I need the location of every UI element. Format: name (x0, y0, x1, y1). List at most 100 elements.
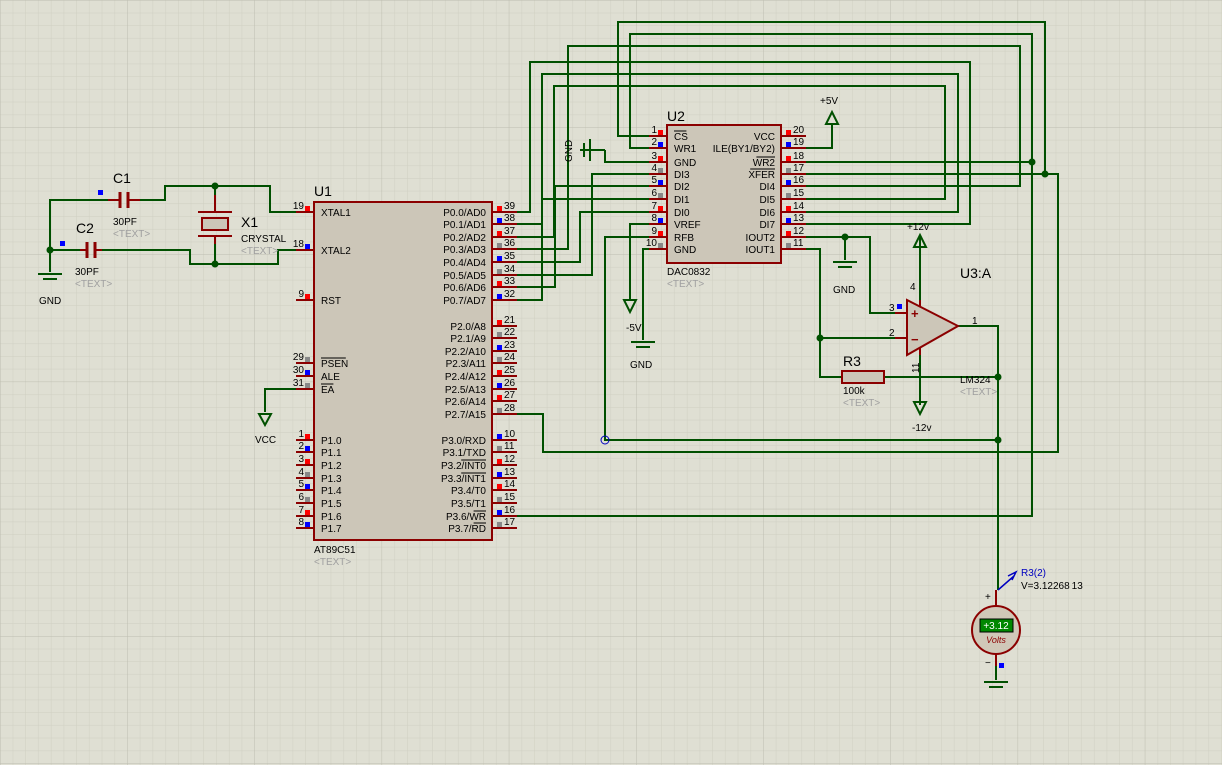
x1-crystal[interactable]: X1 CRYSTAL <TEXT> (198, 195, 287, 257)
pin-name: P0.7/AD7 (443, 296, 486, 307)
pin-number: 18 (293, 239, 305, 250)
p12v-arrow (912, 232, 928, 248)
u1-text: <TEXT> (314, 557, 351, 568)
pin-marker (305, 294, 310, 299)
pin-marker (658, 142, 663, 147)
pin-marker (658, 193, 663, 198)
u3-opamp[interactable]: + − 3 2 1 4 11 U3:A LM324 <TEXT> (889, 265, 997, 398)
p5v-symbol: +5V (820, 96, 840, 125)
junction-dot (211, 260, 219, 268)
x1-text: <TEXT> (241, 246, 278, 257)
junction-dot (816, 334, 824, 342)
pin-name: P0.3/AD3 (443, 245, 486, 256)
n12v-label: -12v (912, 423, 931, 434)
pin-marker (497, 206, 502, 211)
pin-name: P3.7/RD (448, 524, 486, 535)
gnd-label: GND (630, 360, 652, 371)
pin-number: 16 (504, 505, 516, 516)
pin-number: 11 (793, 238, 804, 249)
r3-resistor[interactable]: R3 100k <TEXT> (841, 353, 885, 409)
x1-value: CRYSTAL (241, 234, 287, 245)
opamp-pin2-num: 2 (889, 328, 895, 339)
pin-name: WR2 (753, 158, 776, 169)
pin-name: P3.1/TXD (443, 448, 486, 459)
opamp-pin11-num: 11 (911, 362, 922, 373)
wire-p03 (517, 45, 1021, 250)
c1-capacitor[interactable]: C1 30PF <TEXT> (98, 170, 150, 240)
pin-marker (305, 484, 310, 489)
pin-number: 27 (504, 390, 516, 401)
pin-name: P2.7/A15 (445, 410, 487, 421)
pin-marker (786, 142, 791, 147)
meter-plus: + (985, 592, 991, 603)
gnd-symbol-caps: GND (38, 273, 62, 307)
pin-name: P2.4/A12 (445, 372, 487, 383)
pin-marker (658, 206, 663, 211)
meter-unit: Volts (986, 635, 1006, 645)
pin-marker (305, 370, 310, 375)
pin-name: GND (674, 245, 696, 256)
n5v-arrow (622, 299, 638, 315)
pin-marker (305, 434, 310, 439)
pin-number: 2 (298, 441, 304, 452)
u2-text: <TEXT> (667, 279, 704, 290)
c1-ref: C1 (113, 170, 131, 186)
r3-ref: R3 (843, 353, 861, 369)
pin-name: P0.0/AD0 (443, 208, 486, 219)
pin-number: 8 (651, 213, 657, 224)
voltage-probe[interactable]: R3(2) V=3.12268 13 (997, 568, 1083, 592)
pin-marker (305, 497, 310, 502)
u2-part: DAC0832 (667, 267, 711, 278)
wire-ea-vcc (264, 388, 298, 412)
pin-marker (786, 231, 791, 236)
u1-pins: 19XTAL118XTAL29RST29PSEN30ALE31EA1P1.02P… (293, 201, 517, 535)
pin-number: 33 (504, 276, 516, 287)
c2-capacitor[interactable]: C2 30PF <TEXT> (60, 220, 112, 290)
pin-name: P3.6/WR (446, 512, 486, 523)
u2-body (666, 124, 782, 264)
pin-number: 7 (651, 201, 657, 212)
wire-x1-xtal2 (215, 249, 298, 265)
p12v-label: +12v (907, 222, 929, 233)
opamp-pin1-num: 1 (972, 316, 978, 327)
pin-name: ALE (321, 372, 340, 383)
pin-marker (497, 446, 502, 451)
junction-dot (46, 246, 54, 254)
pin-number: 10 (504, 429, 516, 440)
pin-number: 5 (651, 175, 657, 186)
pin-marker (98, 190, 103, 195)
wire-iout2 (806, 236, 895, 314)
pin-marker (658, 180, 663, 185)
u1-microcontroller[interactable]: U1 19XTAL118XTAL29RST29PSEN30ALE31EA1P1.… (293, 183, 517, 568)
pin-marker (497, 231, 502, 236)
pin-number: 1 (651, 125, 657, 136)
pin-name: GND (674, 158, 696, 169)
wire-x1-xtal1 (215, 185, 298, 213)
pin-number: 31 (293, 378, 305, 389)
u3-part: LM324 (960, 375, 991, 386)
pin-name: P1.5 (321, 499, 342, 510)
pin-name: RST (321, 296, 341, 307)
junction-dot (1041, 170, 1049, 178)
pin-name: DI0 (674, 208, 690, 219)
pin-marker (658, 156, 663, 161)
pin-name: P1.1 (321, 448, 342, 459)
meter-lcd (979, 618, 1014, 633)
pin-marker (497, 370, 502, 375)
gnd-symbol-dgnd: GND (630, 341, 655, 371)
u2-dac[interactable]: U2 1CS2WR13GND4DI35DI26DI17DI08VREF9RFB1… (646, 108, 806, 290)
pin-number: 36 (504, 238, 516, 249)
pin-name: DI6 (759, 208, 775, 219)
wire-p02 (517, 85, 946, 238)
wire-p01 (517, 73, 959, 225)
pin-name: P1.2 (321, 461, 342, 472)
pin-marker (786, 130, 791, 135)
voltmeter[interactable]: +3.12 Volts + − (971, 590, 1021, 669)
pin-name: P3.2/INT0 (441, 461, 486, 472)
pin-name: P2.6/A14 (445, 397, 487, 408)
pin-marker (497, 383, 502, 388)
pin-marker (786, 243, 791, 248)
pin-marker (786, 156, 791, 161)
gnd-symbol-agnd: GND (564, 139, 605, 162)
